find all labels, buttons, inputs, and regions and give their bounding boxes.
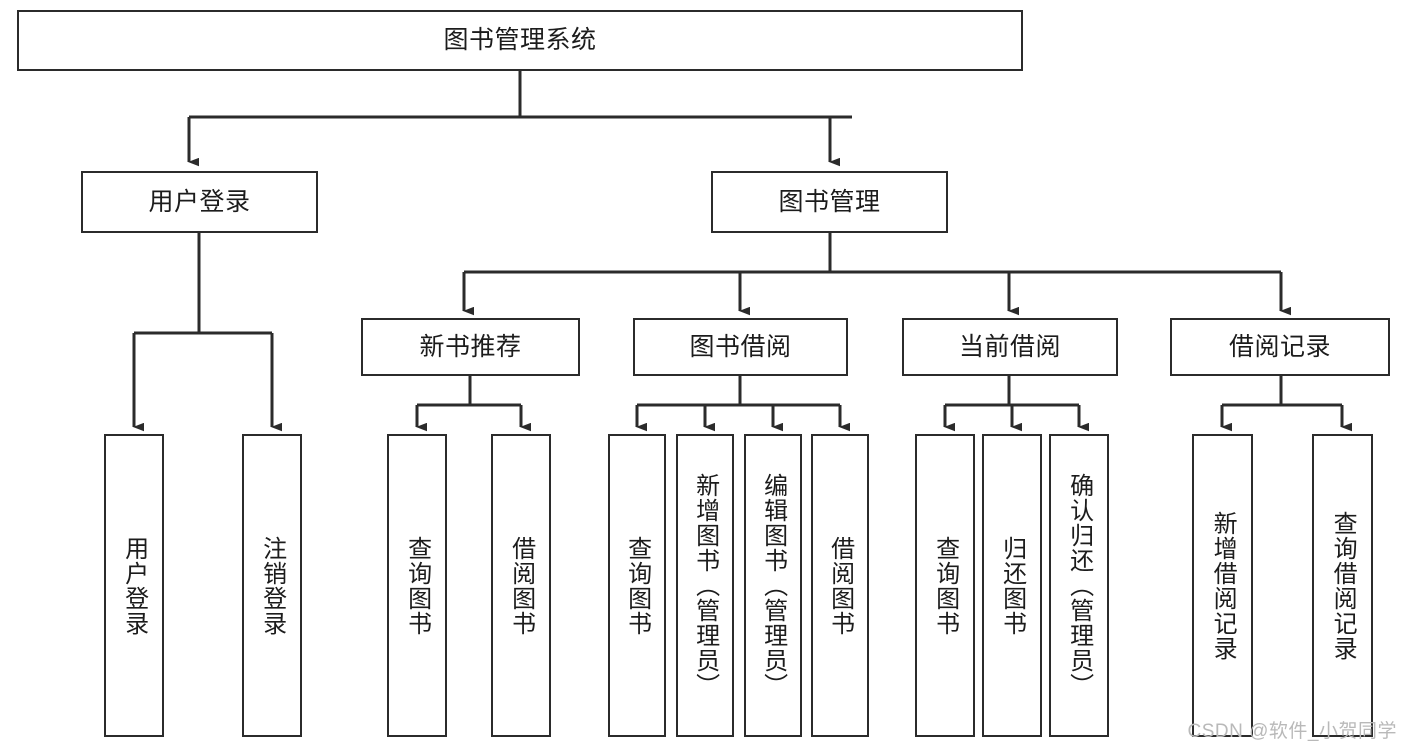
node-root-label: 图书管理系统 (443, 26, 597, 54)
node-leaf-bookborrow-add-book-label: 新增图书（管理员） (691, 473, 719, 698)
node-leaf-currentborrow-return-book[interactable]: 归还图书 (982, 434, 1042, 737)
node-leaf-borrowrecord-add-record[interactable]: 新增借阅记录 (1192, 434, 1253, 737)
node-leaf-user-login-action-label: 用户登录 (120, 535, 148, 636)
node-new-book-recommend-label: 新书推荐 (419, 332, 522, 361)
node-new-book-recommend[interactable]: 新书推荐 (361, 318, 580, 376)
node-leaf-bookborrow-edit-book[interactable]: 编辑图书（管理员） (744, 434, 802, 737)
node-leaf-bookborrow-borrow-book-label: 借阅图书 (826, 535, 854, 636)
node-book-management-label: 图书管理 (778, 187, 881, 216)
node-book-borrow[interactable]: 图书借阅 (633, 318, 848, 376)
node-leaf-borrowrecord-query-record[interactable]: 查询借阅记录 (1312, 434, 1373, 737)
node-current-borrow[interactable]: 当前借阅 (902, 318, 1118, 376)
node-leaf-newbook-query-book-label: 查询图书 (403, 535, 431, 636)
node-leaf-bookborrow-add-book[interactable]: 新增图书（管理员） (676, 434, 734, 737)
node-user-login-label: 用户登录 (148, 187, 251, 216)
node-user-login[interactable]: 用户登录 (81, 171, 318, 233)
node-book-management[interactable]: 图书管理 (711, 171, 948, 233)
node-leaf-currentborrow-return-book-label: 归还图书 (998, 535, 1026, 636)
node-borrow-record-label: 借阅记录 (1228, 332, 1331, 361)
watermark-text: CSDN @软件_小贺同学 (1187, 721, 1397, 742)
node-leaf-newbook-borrow-book-label: 借阅图书 (507, 535, 535, 636)
node-leaf-currentborrow-confirm-return-label: 确认归还（管理员） (1065, 473, 1093, 698)
node-leaf-user-login-action[interactable]: 用户登录 (104, 434, 164, 737)
node-leaf-currentborrow-confirm-return[interactable]: 确认归还（管理员） (1049, 434, 1109, 737)
node-leaf-bookborrow-query-book[interactable]: 查询图书 (608, 434, 666, 737)
node-leaf-newbook-query-book[interactable]: 查询图书 (387, 434, 447, 737)
node-leaf-bookborrow-query-book-label: 查询图书 (623, 535, 651, 636)
node-leaf-bookborrow-borrow-book[interactable]: 借阅图书 (811, 434, 869, 737)
node-leaf-borrowrecord-add-record-label: 新增借阅记录 (1209, 510, 1237, 661)
node-leaf-bookborrow-edit-book-label: 编辑图书（管理员） (759, 473, 787, 698)
node-leaf-borrowrecord-query-record-label: 查询借阅记录 (1329, 510, 1357, 661)
node-leaf-currentborrow-query-book[interactable]: 查询图书 (915, 434, 975, 737)
node-leaf-logout[interactable]: 注销登录 (242, 434, 302, 737)
node-current-borrow-label: 当前借阅 (958, 332, 1061, 361)
node-leaf-newbook-borrow-book[interactable]: 借阅图书 (491, 434, 551, 737)
node-leaf-currentborrow-query-book-label: 查询图书 (931, 535, 959, 636)
node-leaf-logout-label: 注销登录 (258, 535, 286, 636)
node-borrow-record[interactable]: 借阅记录 (1170, 318, 1390, 376)
node-book-borrow-label: 图书借阅 (689, 332, 792, 361)
node-root-book-management-system[interactable]: 图书管理系统 (17, 10, 1023, 71)
